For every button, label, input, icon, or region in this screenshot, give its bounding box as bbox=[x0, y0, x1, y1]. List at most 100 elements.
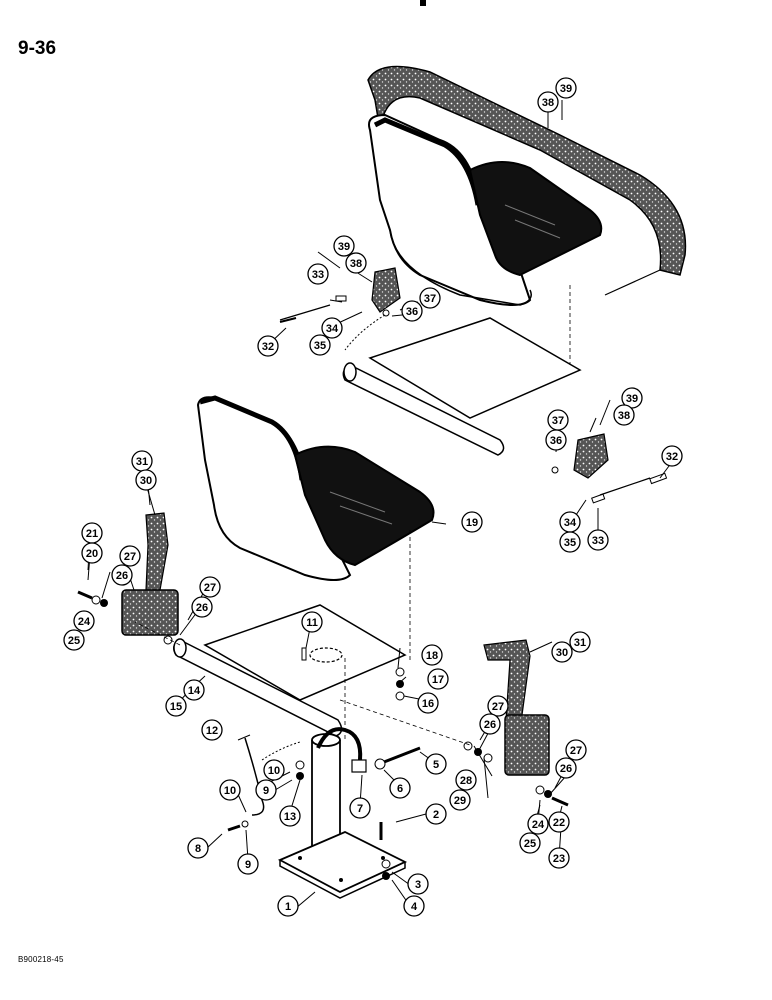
callout-14: 14 bbox=[183, 679, 205, 701]
svg-text:34: 34 bbox=[564, 517, 577, 529]
svg-text:34: 34 bbox=[326, 323, 339, 335]
svg-text:16: 16 bbox=[422, 698, 434, 710]
callout-38: 38 bbox=[613, 404, 635, 426]
page-number: 9-36 bbox=[18, 38, 57, 59]
callout-1: 1 bbox=[277, 895, 299, 917]
callout-38: 38 bbox=[345, 252, 367, 274]
svg-text:35: 35 bbox=[314, 340, 326, 352]
callout-7: 7 bbox=[349, 797, 371, 819]
svg-text:26: 26 bbox=[484, 719, 496, 731]
callout-5: 5 bbox=[425, 753, 447, 775]
svg-text:24: 24 bbox=[532, 819, 545, 831]
left-belt-strap bbox=[145, 512, 169, 591]
callout-31: 31 bbox=[569, 631, 591, 653]
callout-26: 26 bbox=[191, 596, 213, 618]
upper-belt-tab-left bbox=[371, 267, 401, 313]
svg-text:19: 19 bbox=[466, 517, 478, 529]
svg-text:21: 21 bbox=[86, 528, 98, 540]
callout-36: 36 bbox=[545, 429, 567, 451]
callout-19: 19 bbox=[461, 511, 483, 533]
svg-text:8: 8 bbox=[195, 843, 201, 855]
callout-27: 27 bbox=[487, 695, 509, 717]
callout-39: 39 bbox=[621, 387, 643, 409]
svg-text:6: 6 bbox=[397, 783, 403, 795]
callout-13: 13 bbox=[279, 805, 301, 827]
callout-9: 9 bbox=[255, 779, 277, 801]
svg-text:3: 3 bbox=[415, 879, 421, 891]
svg-text:26: 26 bbox=[196, 602, 208, 614]
callout-2: 2 bbox=[425, 803, 447, 825]
svg-text:4: 4 bbox=[411, 901, 418, 913]
svg-text:36: 36 bbox=[406, 306, 418, 318]
callout-35: 35 bbox=[559, 531, 581, 553]
svg-text:36: 36 bbox=[550, 435, 562, 447]
callout-29: 29 bbox=[449, 789, 471, 811]
callout-10: 10 bbox=[263, 759, 285, 781]
upper-belt-tab-right bbox=[573, 433, 609, 479]
callout-33: 33 bbox=[307, 263, 329, 285]
svg-text:31: 31 bbox=[574, 637, 586, 649]
callout-26: 26 bbox=[555, 757, 577, 779]
callout-9: 9 bbox=[237, 853, 259, 875]
callout-32: 32 bbox=[661, 445, 683, 467]
svg-text:23: 23 bbox=[553, 853, 565, 865]
top-edge-mark bbox=[420, 0, 426, 6]
callout-20: 20 bbox=[81, 542, 103, 564]
svg-text:31: 31 bbox=[136, 456, 148, 468]
callout-24: 24 bbox=[73, 610, 95, 632]
svg-text:38: 38 bbox=[542, 97, 554, 109]
svg-text:22: 22 bbox=[553, 817, 565, 829]
left-retractor bbox=[121, 589, 179, 636]
svg-text:13: 13 bbox=[284, 811, 296, 823]
callout-30: 30 bbox=[135, 469, 157, 491]
callout-34: 34 bbox=[321, 317, 343, 339]
callout-39: 39 bbox=[555, 77, 577, 99]
callout-38: 38 bbox=[537, 91, 559, 113]
right-retractor bbox=[504, 714, 550, 776]
lower-seat-cushion bbox=[293, 445, 435, 567]
svg-text:24: 24 bbox=[78, 616, 91, 628]
callout-34: 34 bbox=[559, 511, 581, 533]
callout-25: 25 bbox=[519, 832, 541, 854]
figure-code: B900218-45 bbox=[18, 955, 64, 964]
svg-text:20: 20 bbox=[86, 548, 98, 560]
callout-32: 32 bbox=[257, 335, 279, 357]
svg-text:26: 26 bbox=[116, 570, 128, 582]
svg-text:7: 7 bbox=[357, 803, 363, 815]
svg-text:27: 27 bbox=[492, 701, 504, 713]
callout-27: 27 bbox=[199, 576, 221, 598]
svg-text:38: 38 bbox=[618, 410, 630, 422]
svg-text:37: 37 bbox=[552, 415, 564, 427]
svg-text:1: 1 bbox=[285, 901, 291, 913]
callout-23: 23 bbox=[548, 847, 570, 869]
svg-text:37: 37 bbox=[424, 293, 436, 305]
callout-22: 22 bbox=[548, 811, 570, 833]
svg-text:14: 14 bbox=[188, 685, 201, 697]
svg-text:27: 27 bbox=[570, 745, 582, 757]
callout-28: 28 bbox=[455, 769, 477, 791]
svg-text:27: 27 bbox=[124, 551, 136, 563]
svg-text:25: 25 bbox=[524, 838, 536, 850]
svg-text:9: 9 bbox=[263, 785, 269, 797]
svg-text:25: 25 bbox=[68, 635, 80, 647]
callout-27: 27 bbox=[119, 545, 141, 567]
svg-text:17: 17 bbox=[432, 674, 444, 686]
svg-text:26: 26 bbox=[560, 763, 572, 775]
callout-11: 11 bbox=[301, 611, 323, 633]
svg-text:10: 10 bbox=[268, 765, 280, 777]
callout-24: 24 bbox=[527, 813, 549, 835]
callout-21: 21 bbox=[81, 522, 103, 544]
callout-16: 16 bbox=[417, 692, 439, 714]
svg-text:28: 28 bbox=[460, 775, 472, 787]
svg-text:29: 29 bbox=[454, 795, 466, 807]
callout-36: 36 bbox=[401, 300, 423, 322]
callout-33: 33 bbox=[587, 529, 609, 551]
callout-37: 37 bbox=[419, 287, 441, 309]
callout-26: 26 bbox=[111, 564, 133, 586]
svg-text:38: 38 bbox=[350, 258, 362, 270]
upper-mounting-plate bbox=[368, 317, 582, 419]
svg-text:30: 30 bbox=[140, 475, 152, 487]
svg-text:32: 32 bbox=[262, 341, 274, 353]
